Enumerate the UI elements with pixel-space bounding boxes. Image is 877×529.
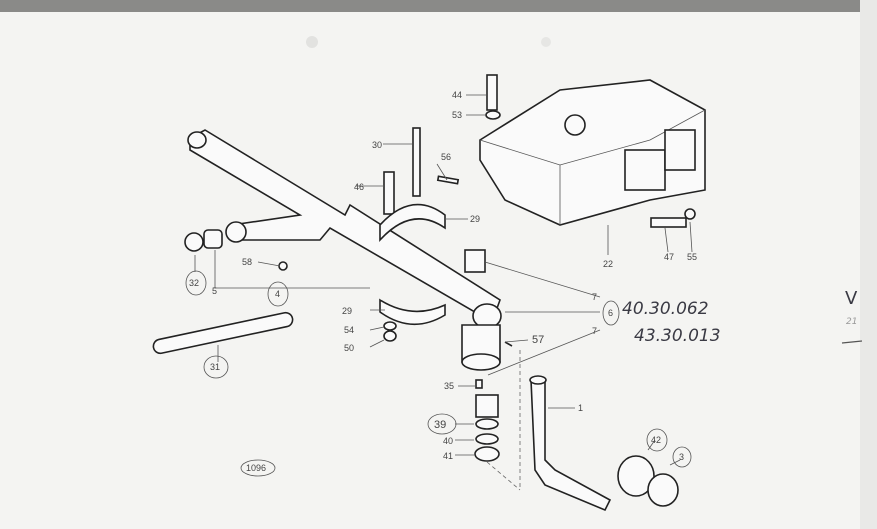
- callout-44: 44: [452, 90, 462, 100]
- callout-31: 31: [210, 362, 220, 372]
- front-axle-beam: [187, 129, 502, 371]
- callout-35: 35: [444, 381, 454, 391]
- callout-circle: [267, 281, 289, 307]
- handwritten-notes: 40.30.062 43.30.013 V 21: [622, 288, 863, 346]
- callout-58: 58: [242, 257, 252, 267]
- check-mark: V: [845, 288, 858, 309]
- callout-30: 30: [372, 140, 382, 150]
- callout-56: 56: [441, 152, 451, 162]
- callout-53: 53: [452, 110, 462, 120]
- margin-note: 21: [846, 317, 857, 327]
- handwritten-part-number-2: 43.30.013: [634, 326, 721, 346]
- punch-hole: [541, 37, 551, 47]
- callout-47: 47: [664, 252, 674, 262]
- callout-46: 46: [354, 182, 364, 192]
- callout-40: 40: [443, 436, 453, 446]
- punch-hole: [306, 36, 318, 48]
- callout-32: 32: [189, 278, 199, 288]
- callout-circle: [646, 428, 668, 452]
- callout-7-top: 7: [592, 292, 597, 302]
- callout-57: 57: [532, 334, 544, 346]
- callout-54: 54: [344, 325, 354, 335]
- callouts: 44 53 30 56 46 29 22 47 55 58 5 32 4 29 …: [185, 90, 697, 477]
- callout-55: 55: [687, 252, 697, 262]
- callout-29-bottom: 29: [342, 306, 352, 316]
- callout-41: 41: [443, 451, 453, 461]
- margin-dash: [841, 340, 863, 344]
- callout-circle: [203, 355, 229, 379]
- leader-lines: [194, 94, 693, 491]
- callout-circle: [602, 300, 620, 326]
- housing: [479, 79, 706, 226]
- figure-number: 1096: [246, 463, 266, 473]
- callout-4: 4: [275, 289, 280, 299]
- figure-number-oval: [240, 459, 276, 477]
- callout-circle: [185, 270, 207, 296]
- callout-5: 5: [212, 286, 217, 296]
- hardware: [152, 74, 696, 462]
- scan-right-edge: [860, 0, 877, 529]
- callout-29-top: 29: [470, 214, 480, 224]
- callout-6: 6: [608, 308, 613, 318]
- callout-7-bottom: 7: [592, 326, 597, 336]
- callout-39: 39: [434, 419, 446, 431]
- callout-circle: [672, 446, 692, 468]
- callout-3: 3: [679, 452, 684, 462]
- callout-50: 50: [344, 343, 354, 353]
- callout-1: 1: [578, 403, 583, 413]
- stub-axle: [529, 375, 679, 512]
- handwritten-part-number-1: 40.30.062: [622, 299, 709, 319]
- callout-circle: [427, 413, 457, 435]
- callout-22: 22: [603, 259, 613, 269]
- callout-42: 42: [651, 435, 661, 445]
- scan-edge: [0, 0, 877, 12]
